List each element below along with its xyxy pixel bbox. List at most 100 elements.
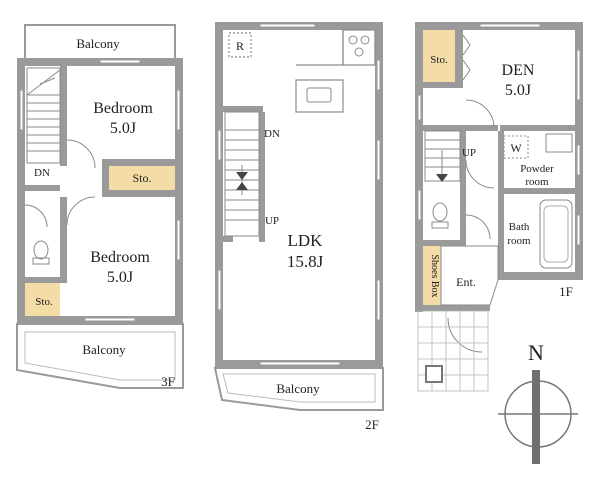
window-1f-right-c <box>576 214 581 246</box>
wall-3f-low-left <box>60 197 67 277</box>
wall-1f-den-bottom-b <box>500 125 575 131</box>
floor-3f: Balcony Bedroom 5.0J Sto. DN Bedroom 5.0… <box>16 24 184 389</box>
wall-1f-powder-bottom <box>498 188 575 194</box>
balcony-3f-top-outline <box>24 24 176 60</box>
window-3f-top <box>99 59 141 64</box>
bedroom2-size: 5.0J <box>107 269 133 286</box>
wall-3f-mid-a <box>102 159 175 166</box>
floor-1f: Sto. DEN 5.0J UP W Powder room Bath room… <box>415 22 583 392</box>
balcony-3f-bottom-outline <box>16 323 184 389</box>
wall-1f-sto-right <box>455 30 463 88</box>
wall-3f-sto <box>25 277 67 283</box>
window-1f-left-b <box>417 189 422 221</box>
wall-3f-hall-top <box>25 185 60 191</box>
entrance-label: Ent. <box>456 275 476 289</box>
door-1f-wc <box>465 214 491 240</box>
door-3f-wc <box>24 204 48 228</box>
wall-1f-sto-bottom <box>423 82 463 88</box>
wall-3f-mid-b <box>102 190 175 197</box>
wall-1f-stair-bottom <box>423 240 466 246</box>
sink-icon <box>306 87 332 103</box>
balcony-3f-bottom-label: Balcony <box>82 342 126 357</box>
balcony-2f-outline <box>213 367 384 411</box>
wall-3f-stair-right <box>60 66 67 166</box>
stairs-1f-arrow-icon <box>436 174 448 182</box>
wall-1f-left <box>415 22 423 312</box>
wall-1f-stair-right <box>460 131 466 241</box>
window-2f-left-a <box>217 129 222 161</box>
bedroom2-name: Bedroom <box>90 249 150 266</box>
wall-3f-left <box>17 58 25 323</box>
bathtub-icon <box>539 199 573 269</box>
floor-3f-label: 3F <box>161 374 175 389</box>
porch-tiles <box>417 310 489 392</box>
storage-3f-mid <box>109 166 175 190</box>
powder-room-label-1: Powder <box>520 163 554 175</box>
wall-2f-stair-top <box>223 106 263 112</box>
floor-1f-label: 1F <box>559 284 573 299</box>
wall-1f-bath-left <box>498 194 504 280</box>
powder-room-label-2: room <box>525 176 549 188</box>
entrance-floor <box>440 245 499 306</box>
storage-3f-mid-label: Sto. <box>132 171 151 185</box>
stairs-2f-down-label: DN <box>264 128 280 140</box>
window-1f-right-a <box>576 49 581 101</box>
window-1f-left-a <box>417 94 422 121</box>
window-2f-right-b <box>376 139 381 181</box>
stairs-2f <box>224 111 260 237</box>
storage-3f-low <box>25 283 60 316</box>
refrigerator-label: R <box>236 39 244 53</box>
window-2f-left-b <box>217 269 222 311</box>
balcony-3f-top-label: Balcony <box>76 36 120 51</box>
floor-2f-label: 2F <box>365 417 379 432</box>
storage-1f <box>423 30 455 82</box>
compass: N <box>498 340 578 464</box>
window-2f-right-c <box>376 279 381 321</box>
door-1f-den <box>465 99 495 129</box>
wall-1f-den-bottom-a <box>423 125 498 131</box>
wall-3f-hall <box>102 159 109 197</box>
window-3f-left-a <box>19 89 24 131</box>
stairs-3f-down-label: DN <box>34 167 50 179</box>
refrigerator-icon <box>228 32 252 58</box>
storage-1f-label: Sto. <box>430 54 448 66</box>
stove-icon <box>348 35 370 57</box>
shoes-box <box>423 246 441 305</box>
stairs-1f-up-label: UP <box>462 147 476 159</box>
compass-needle <box>532 370 540 464</box>
washer-icon <box>503 135 529 159</box>
wall-1f-bottom <box>498 272 583 280</box>
stairs-3f <box>26 67 61 164</box>
window-1f-right-b <box>576 144 581 176</box>
door-3f-bedroom1 <box>66 139 96 169</box>
wall-1f-ent-bottom <box>415 305 490 311</box>
ldk-size: 15.8J <box>287 252 324 271</box>
toilet-3f-icon <box>32 240 50 265</box>
stairs-2f-arrows-icon <box>236 172 248 190</box>
door-1f-powder <box>465 159 495 189</box>
bedroom1-name: Bedroom <box>93 100 153 117</box>
balcony-2f-label: Balcony <box>276 381 320 396</box>
window-3f-right-a <box>176 89 181 131</box>
wall-2f-stair-right <box>259 112 265 242</box>
window-3f-right-b <box>176 219 181 261</box>
washer-label: W <box>510 141 522 155</box>
shoes-box-label: Shoes Box <box>429 254 440 297</box>
bedroom1-size: 5.0J <box>110 120 136 137</box>
den-size: 5.0J <box>505 82 531 99</box>
window-3f-bottom <box>84 317 136 322</box>
wall-2f-right <box>375 22 383 367</box>
stairs-2f-up-label: UP <box>265 215 279 227</box>
window-2f-top <box>259 23 316 28</box>
window-1f-top <box>479 23 541 28</box>
wall-3f-right <box>175 58 183 323</box>
wall-1f-powder-left <box>498 131 504 195</box>
wall-2f-stair-bottom <box>223 236 233 242</box>
toilet-1f-icon <box>431 202 449 229</box>
bath-room-label-1: Bath <box>509 221 530 233</box>
storage-3f-low-label: Sto. <box>35 296 53 308</box>
ldk-name: LDK <box>288 231 324 250</box>
floor-2f: R DN UP LDK 15.8J Balcony 2F <box>213 22 384 432</box>
wall-2f-left <box>215 22 223 367</box>
